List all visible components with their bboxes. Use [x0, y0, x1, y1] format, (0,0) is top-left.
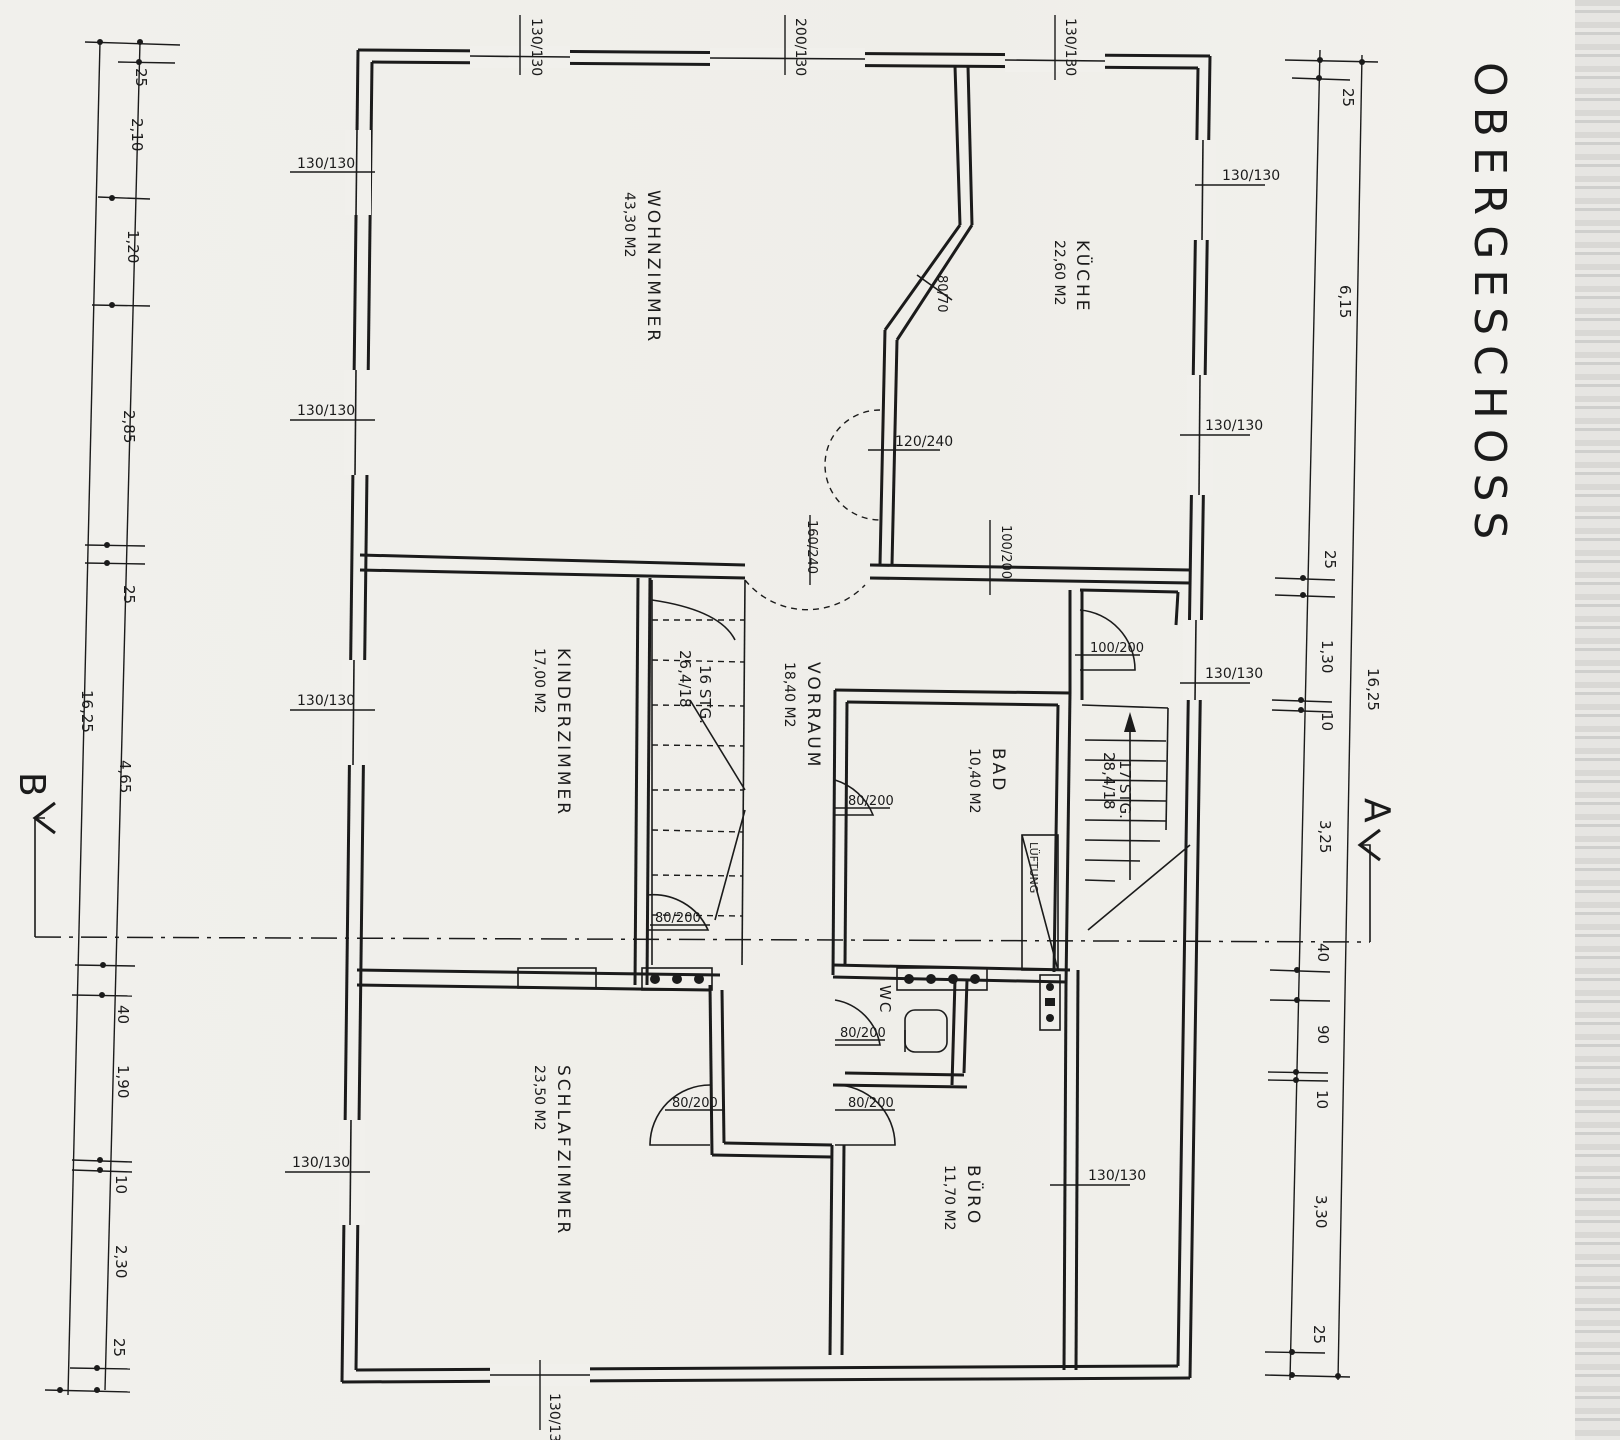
dim-left-6: 4,65: [116, 760, 134, 793]
room-bad-name: BAD: [988, 748, 1008, 793]
label-door-kueche: 100/200: [998, 525, 1013, 579]
label-door-arch: 120/240: [895, 434, 953, 450]
label-door-bad: 80/200: [848, 794, 894, 809]
room-kinderzimmer-name: KINDERZIMMER: [553, 648, 573, 817]
dim-right-11: 25: [1310, 1325, 1328, 1344]
room-vorraum-area: 18,40 M2: [781, 662, 797, 728]
chimney-flues: [517, 967, 1061, 1031]
dim-left-5: 25: [120, 585, 138, 604]
label-door-diag: 80/70: [934, 275, 949, 312]
room-labels: WOHNZIMMER 43,30 M2 KÜCHE 22,60 M2 KINDE…: [531, 190, 1094, 1236]
dim-right-8: 90: [1314, 1025, 1332, 1044]
label-right-w1: 130/130: [1222, 168, 1280, 184]
label-door-wc: 80/200: [840, 1026, 886, 1041]
label-top-w2: 200/130: [792, 18, 808, 76]
dim-right-5: 10: [1318, 712, 1336, 731]
room-wc-name: WC: [876, 985, 894, 1014]
room-wohnzimmer-area: 43,30 M2: [621, 192, 637, 258]
label-door-a: 100/200: [1090, 641, 1144, 656]
room-schlafzimmer-name: SCHLAFZIMMER: [553, 1065, 573, 1236]
dim-right-3: 25: [1321, 550, 1339, 569]
label-right-w2: 130/130: [1205, 418, 1263, 434]
dim-left-10: 2,30: [112, 1245, 130, 1278]
right-windows: [1050, 139, 1216, 1220]
stair-left-steps: 16 STG.: [696, 665, 714, 724]
dim-right-2: 6,15: [1336, 285, 1354, 318]
ventilation-label: LÜFTUNG: [1027, 842, 1040, 893]
dim-left-9: 10: [112, 1175, 130, 1194]
room-wohnzimmer-name: WOHNZIMMER: [643, 190, 663, 344]
opening-labels: 130/130 200/130 130/130 130/130 130/130 …: [285, 15, 1280, 1440]
label-door-vor: 160/240: [804, 520, 819, 574]
room-buero-name: BÜRO: [963, 1165, 985, 1226]
room-kueche-name: KÜCHE: [1072, 240, 1094, 314]
torn-paper-edge: [1575, 0, 1620, 1440]
room-vorraum-name: VORRAUM: [803, 662, 823, 769]
label-top-w3: 130/130: [1062, 18, 1078, 76]
plan-title: OBERGESCHOSS: [1464, 62, 1515, 549]
label-left-w4: 130/130: [292, 1155, 350, 1171]
stair-left: 16 STG. 26,4/18: [651, 579, 746, 966]
dim-right-7: 40: [1314, 943, 1332, 962]
label-door-schlaf: 80/200: [672, 1096, 718, 1111]
label-door-stair: 80/200: [655, 911, 701, 926]
room-schlafzimmer-area: 23,50 M2: [531, 1065, 547, 1131]
ventilation-shaft: LÜFTUNG: [1021, 834, 1059, 971]
room-bad-area: 10,40 M2: [966, 748, 982, 814]
label-top-w1: 130/130: [528, 18, 544, 76]
top-windows: [469, 46, 1106, 72]
dim-right-9: 10: [1313, 1090, 1331, 1109]
section-mark-b: B: [11, 772, 52, 797]
room-kueche-area: 22,60 M2: [1051, 240, 1067, 306]
label-bottom-w1: 130/130: [546, 1393, 562, 1440]
label-right-w3: 130/130: [1205, 666, 1263, 682]
dim-left-total: 16,25: [78, 690, 96, 733]
door-swings: [646, 274, 1136, 1146]
section-line: B A: [11, 772, 1397, 943]
label-left-w3: 130/130: [297, 693, 355, 709]
dim-right-6: 3,25: [1316, 820, 1334, 853]
dim-left-11: 25: [110, 1338, 128, 1357]
label-right-w4: 130/130: [1088, 1168, 1146, 1184]
dim-left-3: 1,20: [124, 230, 142, 263]
section-mark-a: A: [1356, 798, 1397, 823]
stair-right-size: 28,4/18: [1100, 752, 1118, 810]
stair-left-size: 26,4/18: [676, 650, 694, 708]
dimension-chain-left: 25 2,10 1,20 2,85 25 4,65 40 1,90 10 2,3…: [44, 39, 181, 1396]
stair-right-steps: 17 STG.: [1116, 760, 1134, 819]
label-left-w2: 130/130: [297, 403, 355, 419]
dim-left-2: 2,10: [128, 118, 146, 151]
dim-right-4: 1,30: [1318, 640, 1336, 673]
wc-toilet: [904, 1009, 948, 1053]
dim-left-1: 25: [132, 68, 150, 87]
stair-right: 17 STG. 28,4/18: [1084, 712, 1167, 882]
dim-left-8: 1,90: [114, 1065, 132, 1098]
dim-right-10: 3,30: [1312, 1195, 1330, 1228]
dim-left-4: 2,85: [120, 410, 138, 443]
dim-right-1: 25: [1339, 88, 1357, 107]
label-left-w1: 130/130: [297, 156, 355, 172]
dimension-chain-right: 25 6,15 25 1,30 10 3,25 40 90 10 3,30 25…: [1264, 49, 1382, 1381]
room-kinderzimmer-area: 17,00 M2: [531, 648, 547, 714]
dim-right-total: 16,25: [1364, 668, 1382, 711]
dim-left-7: 40: [114, 1005, 132, 1024]
label-door-buero: 80/200: [848, 1096, 894, 1111]
room-buero-area: 11,70 M2: [941, 1165, 957, 1231]
